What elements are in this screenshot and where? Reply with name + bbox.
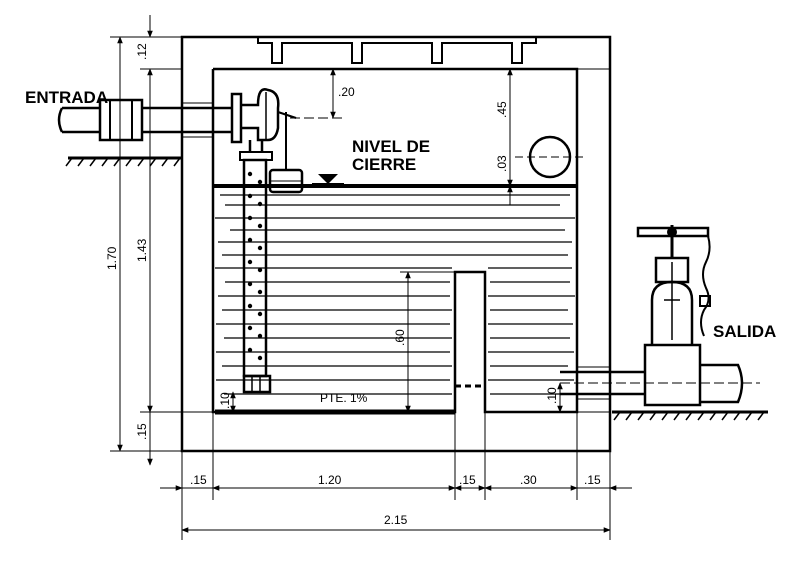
shutoff-level-label: NIVEL DE bbox=[352, 137, 430, 156]
ground-left bbox=[65, 156, 182, 167]
inlet-label: ENTRADA bbox=[25, 88, 108, 107]
shutoff-level-marker bbox=[318, 174, 338, 184]
dimension-values: .12 1.70 1.43 .15 .20 .45 .03 .60 .10 .1… bbox=[105, 43, 601, 527]
shutoff-level-label-2: CIERRE bbox=[352, 155, 416, 174]
dimension-lines bbox=[110, 15, 632, 540]
dim-left-wall: .15 bbox=[190, 473, 207, 487]
dim-overall-width: 2.15 bbox=[384, 513, 408, 527]
inlet-pipe bbox=[57, 88, 304, 394]
dim-inner-height: 1.43 bbox=[135, 238, 149, 262]
diffuser-holes bbox=[247, 171, 263, 361]
overflow-pipe bbox=[515, 135, 585, 179]
dim-overflow-offset: .03 bbox=[495, 155, 509, 172]
dim-weir-height: .60 bbox=[393, 329, 407, 346]
dim-top-slab: .12 bbox=[135, 43, 149, 60]
outlet-pipe bbox=[560, 225, 760, 407]
labels: ENTRADA SALIDA NIVEL DE CIERRE PTE. 1% bbox=[25, 88, 776, 405]
dim-baffle-wall: .15 bbox=[459, 473, 476, 487]
dim-right-wall: .15 bbox=[584, 473, 601, 487]
outlet-label: SALIDA bbox=[713, 322, 776, 341]
dim-float-clearance: .20 bbox=[338, 85, 355, 99]
dim-bottom-slab: .15 bbox=[135, 423, 149, 440]
dim-freeboard: .45 bbox=[495, 101, 509, 118]
floor-slope-label: PTE. 1% bbox=[320, 391, 368, 405]
dim-first-chamber: 1.20 bbox=[318, 473, 342, 487]
dim-second-chamber: .30 bbox=[520, 473, 537, 487]
ground-right bbox=[612, 410, 768, 421]
water-body bbox=[213, 184, 577, 415]
dim-outlet-gap: .10 bbox=[545, 387, 559, 404]
dim-overall-height: 1.70 bbox=[105, 246, 119, 270]
dim-inlet-gap: .10 bbox=[218, 392, 232, 409]
